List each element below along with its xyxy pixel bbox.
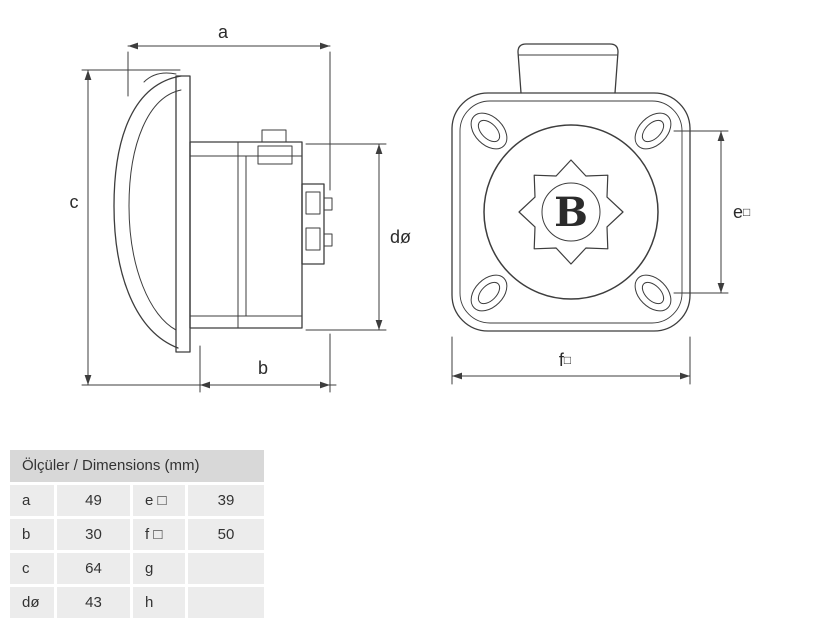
gland-bump: [261, 129, 287, 143]
lid-outline: [113, 75, 182, 349]
row-h-label: h: [133, 587, 185, 618]
square-symbol: □: [564, 353, 571, 367]
row-f-label: f □: [133, 519, 185, 550]
table-body: a 49 e □ 39 b 30 f □ 50 c 64 g dø 43 h: [10, 485, 264, 618]
mounting-plate: [175, 75, 191, 353]
dim-label-e: e□: [733, 202, 750, 222]
dim-label-f: f□: [559, 350, 571, 370]
mounting-slot-bottom-left: [470, 274, 508, 312]
square-symbol: □: [743, 205, 750, 219]
row-b-label: b: [10, 519, 54, 550]
row-g-label: g: [133, 553, 185, 584]
dim-label-a: a: [218, 22, 229, 42]
side-view-drawing: [81, 42, 387, 393]
logo-star: [518, 159, 624, 265]
dim-label-c: c: [70, 192, 79, 212]
mounting-slot-top-left: [470, 112, 508, 150]
dim-c-lines: [81, 69, 337, 386]
row-e-label: e □: [133, 485, 185, 516]
logo-circle: [541, 182, 601, 242]
row-f-value: 50: [188, 519, 264, 550]
row-c-label: c: [10, 553, 54, 584]
dim-b-lines: [199, 333, 331, 393]
row-e-value: 39: [188, 485, 264, 516]
brand-logo-letter: B: [554, 189, 588, 236]
row-g-value: [188, 553, 264, 584]
mounting-slot-bottom-right: [634, 274, 672, 312]
mounting-slot-top-right: [634, 112, 672, 150]
dim-label-d: dø: [390, 227, 411, 247]
lid-hinge: [143, 72, 177, 83]
terminal-block: [301, 183, 325, 265]
dim-f-lines: [451, 336, 691, 385]
front-view-drawing: [451, 43, 729, 385]
row-a-label: a: [10, 485, 54, 516]
dim-d-lines: [305, 143, 387, 331]
row-b-value: 30: [57, 519, 130, 550]
drawing-canvas: a c b dø e□ f□ B: [70, 22, 750, 393]
cable-entry: [517, 43, 619, 94]
row-a-value: 49: [57, 485, 130, 516]
row-h-value: [188, 587, 264, 618]
socket-face-circle: [483, 124, 659, 300]
dim-label-b: b: [258, 358, 268, 378]
flange-inner-line: [459, 100, 683, 324]
dim-a-lines: [127, 42, 331, 191]
dimensions-table: Ölçüler / Dimensions (mm) a 49 e □ 39 b …: [10, 450, 264, 618]
flange-outline: [451, 92, 691, 332]
row-c-value: 64: [57, 553, 130, 584]
table-header: Ölçüler / Dimensions (mm): [10, 450, 264, 482]
row-d-value: 43: [57, 587, 130, 618]
dim-e-lines: [673, 130, 729, 294]
lid-inner-line: [128, 89, 182, 331]
row-d-label: dø: [10, 587, 54, 618]
